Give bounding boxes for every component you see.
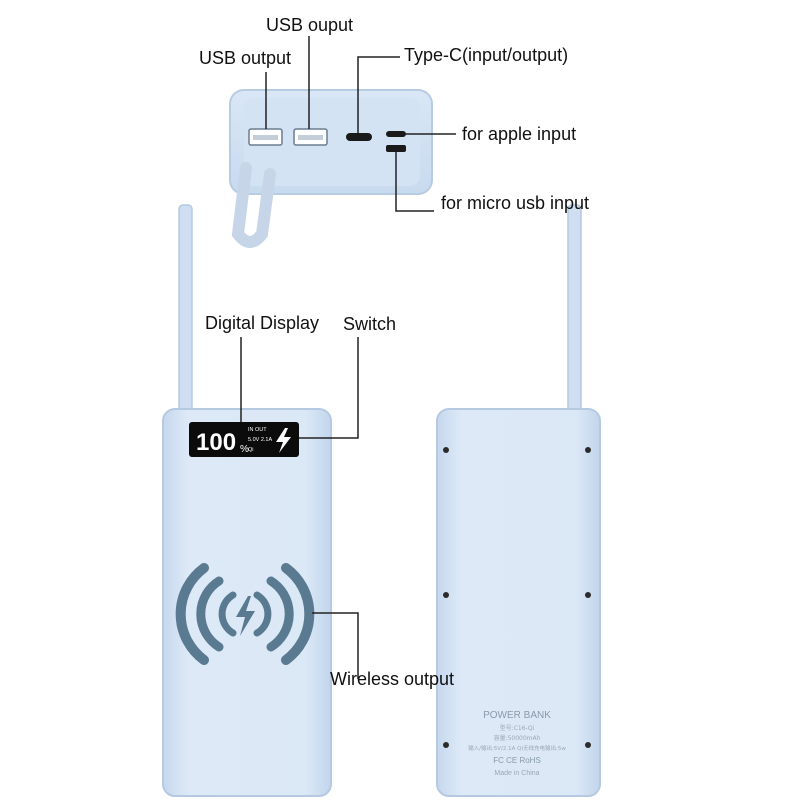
leader-type-c [357,56,400,133]
lanyard-loop [231,162,276,248]
display-percent-sign: % [240,444,249,455]
screw [585,742,591,748]
screw [443,592,449,598]
wireless-charging-icon [175,563,315,665]
display-status-top: IN OUT [248,427,267,433]
back-model: 型号:C16-Qi [500,724,535,732]
label-micro-usb-input: for micro usb input [441,193,590,213]
screw [443,447,449,453]
label-usb-ouput: USB ouput [266,15,354,35]
lightning-port [386,131,406,137]
label-digital-display: Digital Display [205,313,320,333]
digital-display-screen [189,422,299,457]
front-lanyard [178,204,193,421]
leader-micro-usb [395,152,434,212]
display-status-bot: Qi [248,447,254,453]
top-inner-panel [244,98,420,186]
back-lanyard [567,204,582,421]
back-io: 输入/输出:5V/2.1A Qi无线充电输出:5w [468,744,566,752]
back-brand: POWER BANK [483,710,551,721]
micro-usb-port [386,145,406,152]
leader-lines [240,36,456,679]
label-wireless-output: Wireless output [330,669,455,689]
top-view [229,89,433,248]
switch-bolt-icon [276,428,291,453]
back-capacity: 容量:50000mAh [494,734,541,742]
leader-switch [299,337,359,439]
back-origin: Made in China [494,770,539,777]
label-apple-input: for apple input [462,124,577,144]
back-view: POWER BANK 型号:C16-Qi 容量:50000mAh 输入/输出:5… [436,204,601,797]
display-percent: 100 [196,429,236,456]
wireless-bolt-icon [236,596,255,636]
back-body [436,408,601,797]
type-c-port [346,133,372,141]
screw [585,447,591,453]
front-view: 100 % IN OUT 5.0V 2.1A Qi [162,204,332,797]
screw [585,592,591,598]
back-certs: FC CE RoHS [493,756,541,765]
label-type-c: Type-C(input/output) [404,45,569,65]
screw [443,742,449,748]
label-switch: Switch [343,314,397,334]
label-usb-output: USB output [199,48,292,68]
leader-wireless [312,612,359,679]
display-status-mid: 5.0V 2.1A [248,437,272,443]
